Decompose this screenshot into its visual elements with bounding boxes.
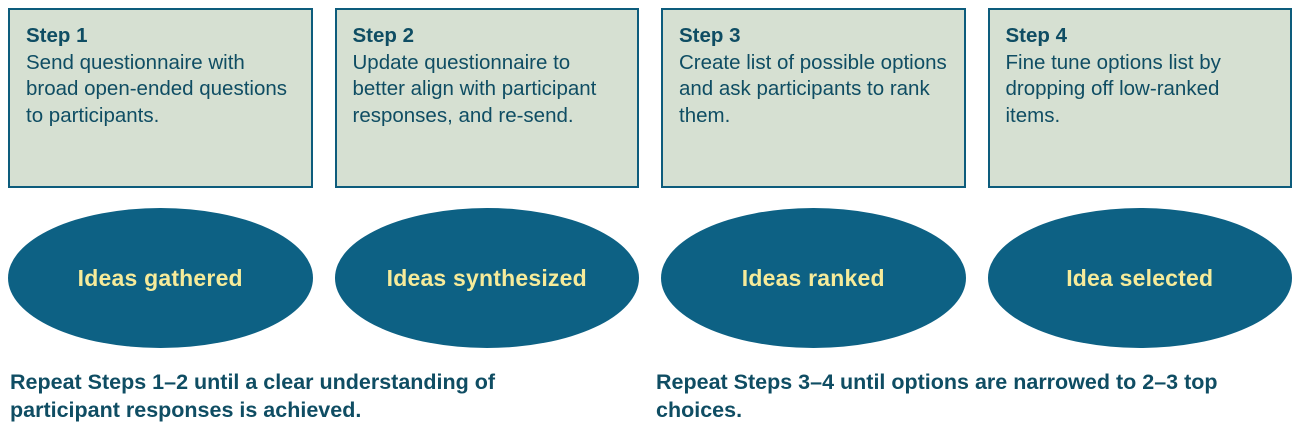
- outcome-ellipse-4: Idea selected: [987, 208, 1292, 348]
- step-text-1: Send questionnaire with broad open-ended…: [26, 51, 288, 127]
- step-box-1: Step 1 Send questionnaire with broad ope…: [8, 8, 313, 188]
- step-box-4: Step 4 Fine tune options list by droppin…: [987, 8, 1292, 188]
- outcome-label-1: Ideas gathered: [77, 264, 243, 291]
- step-title-4: Step 4: [1005, 24, 1068, 47]
- step-title-1: Step 1: [26, 24, 88, 47]
- outcome-label-3: Ideas ranked: [741, 264, 885, 291]
- outcome-ellipse-3: Ideas ranked: [661, 208, 966, 348]
- caption-right: Repeat Steps 3–4 until options are narro…: [656, 370, 1218, 423]
- step-text-2: Update questionnaire to better align wit…: [352, 51, 597, 127]
- step-box-2: Step 2 Update questionnaire to better al…: [334, 8, 639, 188]
- step-boxes-row: Step 1 Send questionnaire with broad ope…: [8, 8, 1292, 188]
- step-title-2: Step 2: [352, 24, 415, 47]
- captions-row: Repeat Steps 1–2 until a clear understan…: [8, 368, 1292, 438]
- step-box-3: Step 3 Create list of possible options a…: [661, 8, 966, 188]
- outcome-ellipse-2: Ideas synthesized: [334, 208, 639, 348]
- outcome-label-4: Idea selected: [1066, 264, 1214, 291]
- outcome-ellipse-1: Ideas gathered: [8, 208, 313, 348]
- step-text-4: Fine tune options list by dropping off l…: [1005, 51, 1221, 127]
- step-title-3: Step 3: [679, 24, 741, 47]
- outcome-ellipses-row: Ideas gathered Ideas synthesized Ideas r…: [8, 208, 1292, 348]
- step-text-3: Create list of possible options and ask …: [679, 51, 947, 127]
- caption-left: Repeat Steps 1–2 until a clear understan…: [10, 370, 496, 423]
- outcome-label-2: Ideas synthesized: [386, 264, 587, 291]
